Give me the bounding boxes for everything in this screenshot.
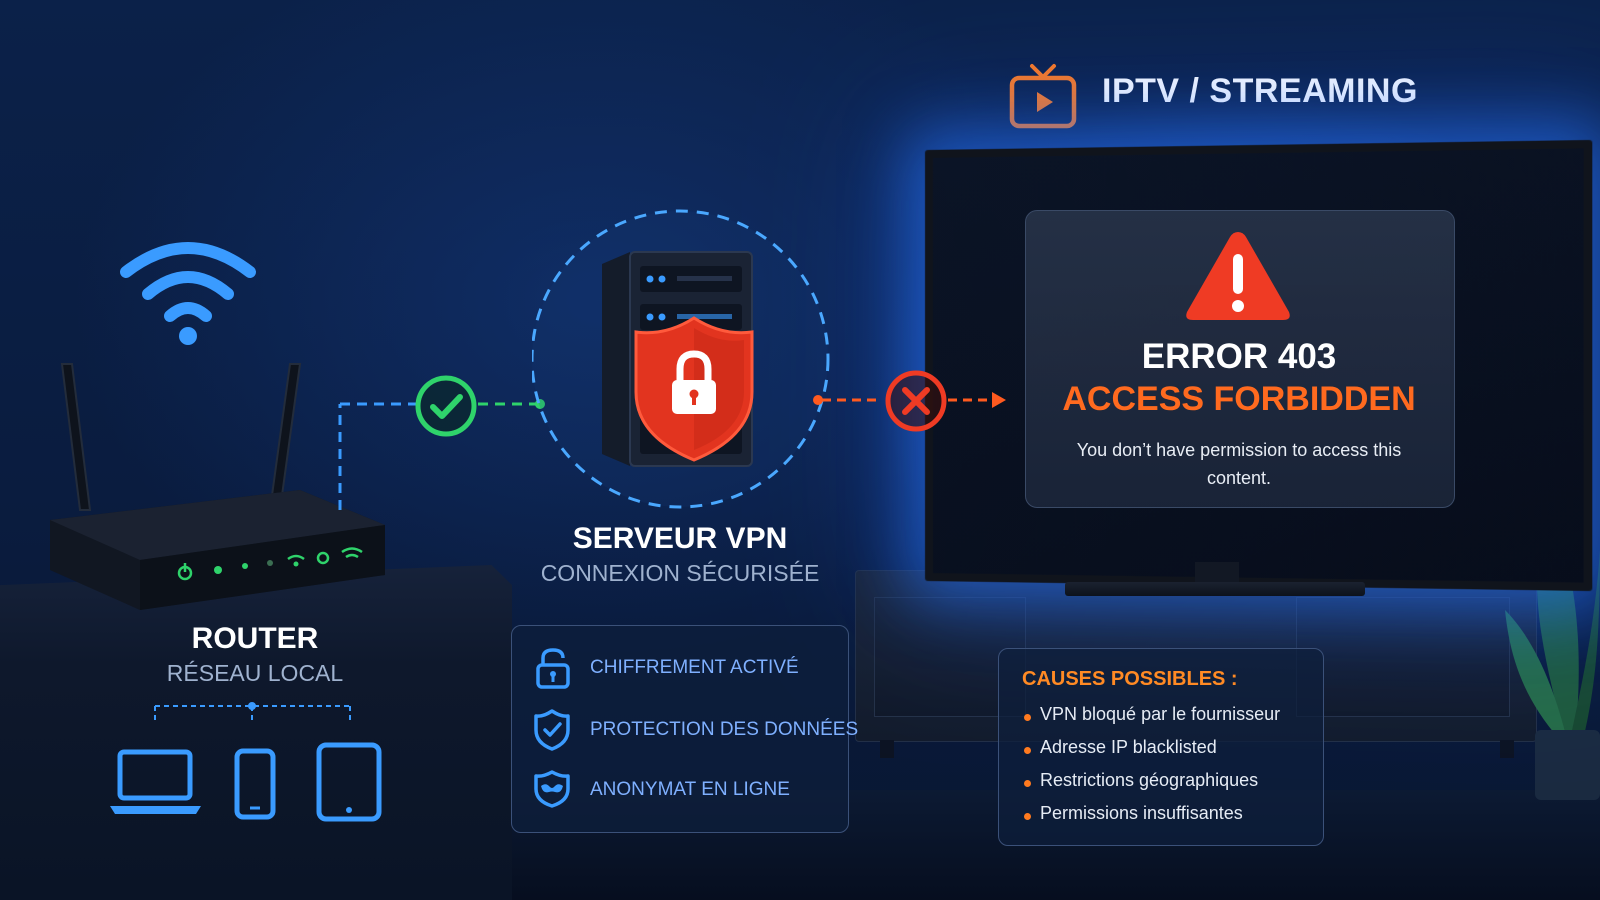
router-title: ROUTER [191, 622, 319, 655]
tv-stand-drawer [1296, 597, 1510, 717]
phone-icon [234, 748, 276, 820]
error-subtitle: ACCESS FORBIDDEN [1062, 380, 1416, 418]
feature-data-protection: PROTECTION DES DONNÉES [590, 719, 859, 740]
router-icon [50, 363, 385, 610]
error-code: ERROR 403 [1141, 337, 1337, 376]
bullet-icon [1024, 813, 1031, 820]
padlock-icon [536, 648, 570, 689]
router-desk [0, 565, 512, 900]
tv-base [1065, 582, 1365, 596]
bullet-icon [1024, 714, 1031, 721]
cause-item: VPN bloqué par le fournisseur [1040, 704, 1281, 724]
bullet-icon [1024, 780, 1031, 787]
vpn-title: SERVEUR VPN [572, 522, 788, 555]
feature-anonymity: ANONYMAT EN LIGNE [590, 779, 790, 800]
connection-vpn-tv [813, 392, 1006, 408]
feature-encryption: CHIFFREMENT ACTIVÉ [590, 657, 799, 678]
tv-stand-leg [1500, 740, 1514, 758]
streaming-title: IPTV / STREAMING [1102, 72, 1418, 110]
cause-item: Adresse IP blacklisted [1040, 737, 1217, 757]
causes-title: CAUSES POSSIBLES : [1022, 668, 1238, 690]
error-message: You don’t have permission to access this… [1076, 440, 1402, 488]
check-icon [415, 375, 477, 437]
blocked-x-icon [885, 370, 947, 432]
device-connector [154, 702, 351, 720]
causes-panel [998, 648, 1324, 846]
tablet-icon [316, 742, 382, 822]
cause-item: Permissions insuffisantes [1040, 803, 1243, 823]
router-subtitle: RÉSEAU LOCAL [166, 660, 344, 686]
shield-check-icon [534, 709, 570, 751]
vpn-server-illustration [532, 209, 830, 509]
vpn-subtitle: CONNEXION SÉCURISÉE [540, 560, 820, 586]
tv-play-icon [1009, 64, 1077, 129]
warning-triangle-icon [1186, 232, 1290, 320]
cause-item: Restrictions géographiques [1040, 770, 1259, 790]
tv-stand-leg [880, 740, 894, 758]
laptop-icon [110, 749, 201, 814]
wifi-icon [120, 242, 256, 345]
bullet-icon [1024, 747, 1031, 754]
mask-icon [534, 770, 570, 808]
